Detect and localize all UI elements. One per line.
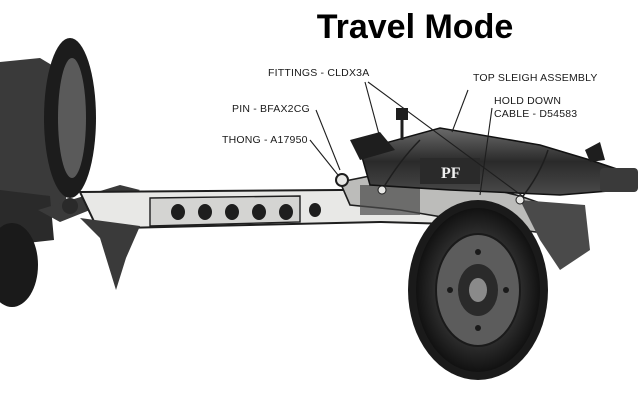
callout-hold-down-line1: HOLD DOWN [494, 95, 562, 107]
road-wheel [408, 200, 548, 380]
callout-fittings: FITTINGS - CLDX3A [268, 67, 370, 79]
towing-vehicle [0, 38, 96, 307]
callout-top-sleigh: TOP SLEIGH ASSEMBLY [473, 72, 598, 84]
trail-holes [171, 203, 321, 220]
barrel-marking: PF [441, 165, 461, 182]
hold-down-cable [335, 139, 549, 205]
barrel-muzzle [600, 168, 638, 192]
pin-fitting [335, 173, 349, 187]
top-sleigh-assembly: PF [350, 108, 638, 196]
callout-hold-down-line2: CABLE - D54583 [494, 108, 578, 120]
leader-lines [309, 81, 526, 199]
diagram-title: Travel Mode [316, 8, 514, 46]
callout-thong: THONG - A17950 [222, 134, 308, 146]
vehicle-wheel [0, 223, 38, 307]
callout-pin: PIN - BFAX2CG [232, 103, 310, 115]
